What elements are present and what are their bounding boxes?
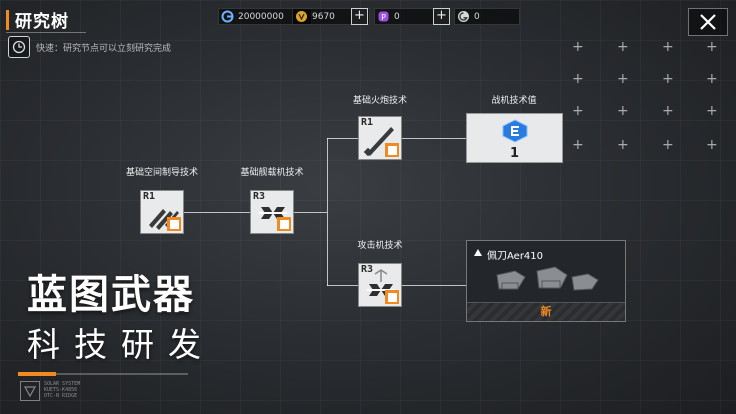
promo-line-2: 科技研发 [27,325,215,364]
title-accent [6,9,9,30]
rank-label: R1 [361,117,374,128]
currency-gold: 9670 [292,8,370,25]
gold-coin-icon [294,9,309,24]
page-title: 研究树 [15,12,69,32]
add-gem-button[interactable]: + [433,8,450,25]
checkbox-icon [385,143,399,157]
close-button[interactable] [688,8,728,36]
checkbox-icon [167,217,181,231]
fighter-icon [259,207,287,219]
rank-label: R1 [143,191,156,202]
node-label-attack: 攻击机技术 [357,241,403,251]
tech-value: 1 [509,146,520,161]
footer-branding: SOLAR SYSTEM KUETS-K4856 OTC-N RIDGE [20,381,80,401]
node-label-fighter-stat: 战机技术值 [491,96,537,106]
research-node-attack[interactable]: R3 [358,263,402,307]
currency-token: 0 [454,8,520,25]
quick-hint-text: 快速：研究节点可以立刻研究完成 [36,43,172,54]
add-gold-button[interactable]: + [351,8,368,25]
checkbox-icon [277,217,291,231]
node-label-guidance: 基础空间制导技术 [125,168,199,178]
unlock-name: 佩刀Aer410 [487,251,544,262]
promo-line-1: 蓝图武器 [27,272,195,318]
unlock-card-footer [467,302,625,321]
token-icon [456,9,471,24]
fighter-tech-value-node[interactable]: 1 [466,113,563,163]
rank-label: R3 [253,191,266,202]
shield-logo-icon [20,381,40,401]
credits-icon [220,9,235,24]
fighter-craft-image [496,266,599,291]
unlock-card-fighter[interactable]: 佩刀Aer410 新 [466,240,626,322]
research-node-guidance[interactable]: R1 [140,190,184,234]
new-badge: 新 [540,305,552,318]
close-icon [700,14,716,30]
svg-text:P: P [381,13,386,22]
node-label-carrier: 基础舰载机技术 [240,168,304,178]
quick-research-hint: 快速：研究节点可以立刻研究完成 [8,36,171,58]
clock-icon[interactable] [8,36,30,58]
promo-divider-accent [18,372,56,376]
page-header: 研究树 [6,7,69,32]
fighter-class-icon [474,249,482,256]
cannon-icon [363,127,394,157]
promo-divider [18,373,188,375]
currency-credits: 20000000 [218,8,312,25]
checkbox-icon [385,290,399,304]
tech-value-icon [502,119,528,143]
research-node-artillery[interactable]: R1 [358,116,402,160]
title-underline [6,32,86,33]
node-label-artillery: 基础火炮技术 [352,96,408,106]
purple-gem-icon: P [376,9,391,24]
rank-label: R3 [361,264,374,275]
research-node-carrier[interactable]: R3 [250,190,294,234]
